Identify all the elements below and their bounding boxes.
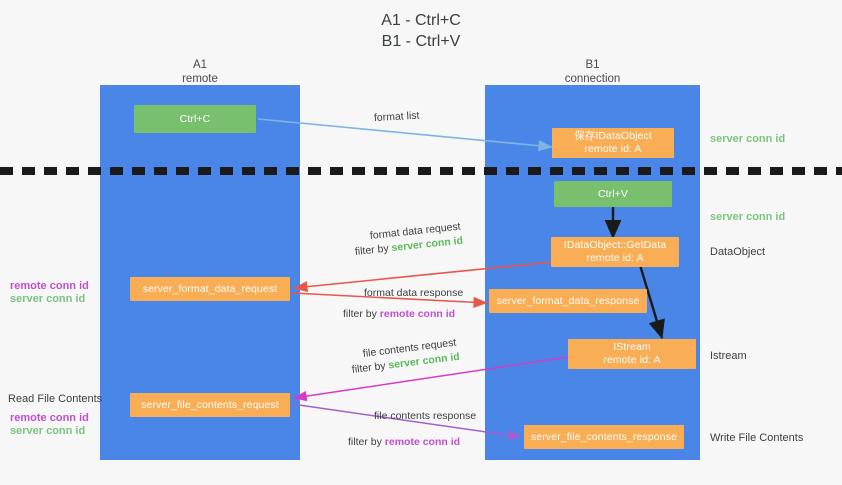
label-dataobject: DataObject: [710, 246, 766, 258]
node-istream[interactable]: IStream remote id: A: [568, 339, 696, 369]
lane-header-b1-subtitle: connection: [564, 73, 621, 85]
annotation-file-contents-response: file contents response: [374, 410, 477, 422]
filter-prefix: filter by: [348, 436, 385, 448]
node-server-format-data-response-label: server_format_data_response: [496, 294, 640, 307]
label-remote-conn-id-2-text: remote conn id: [10, 412, 89, 424]
node-idataobject-clipboard-line2: remote id: A: [584, 143, 642, 155]
node-ctrl-c-line1: Ctrl+C: [179, 112, 211, 125]
label-server-conn-id-mid: server conn id: [710, 211, 786, 223]
node-idataobject-getdata-line1: IDataObject::GetData: [563, 239, 667, 251]
annotation-format-data-response: format data response: [364, 287, 464, 299]
phase-divider: [0, 167, 842, 175]
node-server-file-contents-response[interactable]: server_file_contents_response: [524, 425, 684, 449]
node-idataobject-clipboard[interactable]: 保存IDataObject remote id: A: [552, 128, 674, 158]
label-server-conn-id-2: server conn id: [10, 424, 85, 438]
label-server-conn-id-1: server conn id: [10, 292, 85, 306]
filter-value-remote-conn-id: remote conn id: [384, 436, 461, 448]
filter-value-remote-conn-id: remote conn id: [379, 308, 456, 320]
node-server-file-contents-request-label: server_file_contents_request: [141, 398, 279, 411]
annotation-format-data-response-filter: filter by remote conn id: [343, 307, 455, 322]
label-read-file-contents: Read File Contents: [8, 393, 103, 405]
label-remote-conn-id-1: remote conn id: [10, 279, 89, 293]
node-idataobject-clipboard-line1: 保存IDataObject: [574, 130, 652, 142]
node-istream-line1: IStream: [613, 341, 651, 353]
node-ctrl-v-line1: Ctrl+V: [597, 187, 629, 200]
filter-prefix: filter by: [354, 242, 393, 258]
node-server-format-data-response[interactable]: server_format_data_response: [489, 289, 647, 313]
lane-header-a1: A1 remote: [100, 58, 300, 86]
lane-header-b1: B1 connection: [485, 58, 700, 86]
node-server-file-contents-response-label: server_file_contents_response: [531, 430, 677, 443]
filter-prefix: filter by: [343, 308, 380, 320]
label-server-conn-id-1-text: server conn id: [10, 293, 86, 305]
node-server-format-data-request-label: server_format_data_request: [142, 282, 278, 295]
label-istream: Istream: [710, 350, 747, 362]
filter-prefix: filter by: [351, 359, 390, 376]
lane-header-a1-title: A1: [192, 59, 208, 71]
label-write-file-contents: Write File Contents: [710, 432, 804, 444]
node-server-format-data-request[interactable]: server_format_data_request: [130, 277, 290, 301]
annotation-format-list: format list: [373, 109, 420, 124]
node-idataobject-getdata-line2: remote id: A: [586, 252, 644, 264]
lane-header-a1-subtitle: remote: [182, 73, 218, 85]
node-ctrl-c[interactable]: Ctrl+C: [134, 105, 256, 133]
label-remote-conn-id-1-text: remote conn id: [10, 280, 89, 292]
lane-header-b1-title: B1: [585, 59, 600, 71]
node-ctrl-v[interactable]: Ctrl+V: [554, 181, 672, 207]
annotation-file-contents-response-filter: filter by remote conn id: [348, 435, 460, 450]
label-server-conn-id-top: server conn id: [710, 133, 786, 145]
node-istream-line2: remote id: A: [603, 354, 661, 366]
node-idataobject-getdata[interactable]: IDataObject::GetData remote id: A: [551, 237, 679, 267]
label-remote-conn-id-2: remote conn id: [10, 411, 89, 425]
node-server-file-contents-request[interactable]: server_file_contents_request: [130, 393, 290, 417]
label-server-conn-id-2-text: server conn id: [10, 425, 86, 437]
page-title: A1 - Ctrl+C B1 - Ctrl+V: [381, 12, 461, 50]
